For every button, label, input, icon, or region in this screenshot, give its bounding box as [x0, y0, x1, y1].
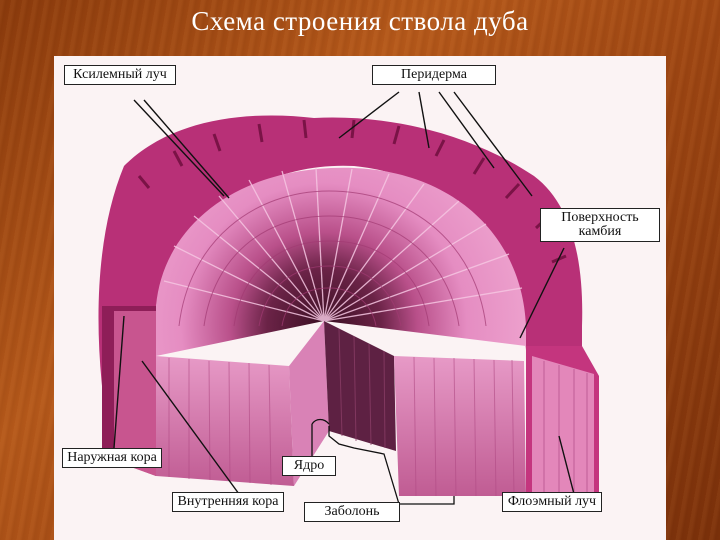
wood-front-right	[394, 356, 526, 496]
label-cambium-surface: Поверхность камбия	[540, 208, 660, 242]
inner-step-left	[289, 321, 329, 486]
xylem-cross-section	[156, 167, 526, 356]
label-outer-bark: Наружная кора	[62, 448, 162, 468]
trunk-diagram: Ксилемный луч Перидерма Поверхность камб…	[54, 56, 666, 540]
label-periderm: Перидерма	[372, 65, 496, 85]
slide-title: Схема строения ствола дуба	[191, 6, 529, 36]
wood-front-left	[156, 356, 294, 486]
radial-rays	[163, 167, 523, 322]
label-phloem-ray: Флоэмный луч	[502, 492, 602, 512]
leader-lines	[113, 91, 575, 495]
label-inner-bark: Внутренняя кора	[172, 492, 284, 512]
outer-bark-shape	[98, 115, 583, 386]
oak-trunk-illustration	[98, 91, 599, 505]
phloem-side-right	[532, 356, 594, 494]
heartwood-fibers	[338, 328, 386, 449]
wood-fibers-right	[413, 356, 515, 497]
label-xylem-ray: Ксилемный луч	[64, 65, 176, 85]
wood-fibers-left	[168, 358, 272, 486]
phloem-fibers	[543, 361, 588, 493]
inner-bark-side-left	[114, 311, 156, 476]
label-sapwood: Заболонь	[304, 502, 400, 522]
label-heartwood: Ядро	[282, 456, 336, 476]
growth-rings	[178, 190, 487, 327]
